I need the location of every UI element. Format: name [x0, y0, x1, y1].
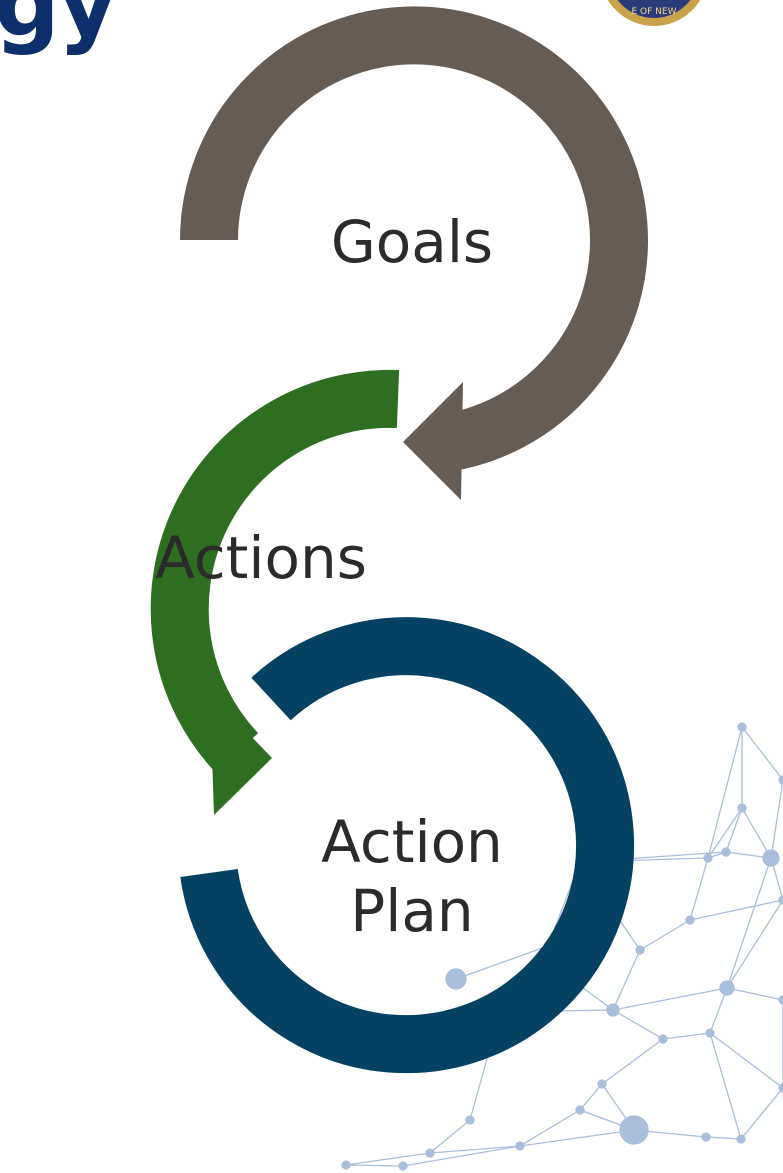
network-node: [737, 722, 747, 732]
network-node: [465, 1115, 475, 1125]
network-node: [701, 1132, 711, 1142]
network-edge: [741, 726, 783, 781]
network-node: [736, 1134, 746, 1144]
network-decoration: [341, 722, 783, 1171]
network-node: [737, 803, 747, 813]
network-edge: [601, 1038, 664, 1085]
network-edge: [709, 1032, 783, 1089]
network-edge: [612, 949, 641, 1011]
network-node: [606, 1003, 620, 1017]
network-node: [658, 1034, 668, 1044]
network-edge: [741, 807, 772, 859]
slide-title-fragment: gy: [0, 0, 118, 57]
network-edge: [726, 857, 772, 989]
network-edge: [770, 779, 783, 859]
network-node: [703, 853, 713, 863]
network-node: [425, 1148, 435, 1158]
network-edge: [709, 987, 728, 1034]
network-edge: [726, 987, 783, 1001]
network-edge: [579, 1083, 603, 1111]
network-node: [445, 968, 467, 990]
network-edge: [455, 945, 549, 980]
network-edge: [726, 899, 783, 989]
network-edge: [429, 1145, 521, 1154]
network-edge: [402, 1145, 521, 1167]
actions-arrow: [150, 369, 400, 815]
network-edge: [345, 1164, 404, 1167]
network-node: [719, 980, 735, 996]
network-edge: [662, 1032, 711, 1040]
network-edge: [707, 807, 743, 859]
network-edge: [689, 857, 709, 921]
network-edge: [639, 919, 691, 951]
svg-text:E OF NEW: E OF NEW: [632, 7, 677, 17]
network-node: [619, 1115, 649, 1145]
network-edge: [705, 1136, 742, 1140]
network-edge: [429, 1119, 471, 1154]
goals-arrow: [180, 6, 648, 500]
network-edge: [345, 1152, 431, 1166]
network-node: [778, 1083, 783, 1093]
network-node: [778, 895, 783, 905]
network-node: [635, 945, 645, 955]
action-plan-label-line-1: Action: [321, 808, 503, 876]
network-node: [575, 1105, 585, 1115]
network-node: [515, 1141, 525, 1151]
action-plan-label-line-2: Plan: [350, 877, 473, 945]
network-edge: [519, 1109, 581, 1147]
network-node: [597, 1079, 607, 1089]
network-edge: [740, 1087, 783, 1140]
network-edge: [707, 726, 743, 859]
network-edge: [612, 987, 728, 1011]
state-seal-logo: E OF NEW: [607, 0, 701, 26]
network-node: [398, 1161, 408, 1171]
network-node: [685, 915, 695, 925]
network-edge: [519, 1129, 635, 1147]
network-node: [778, 775, 783, 785]
network-edge: [612, 1009, 664, 1040]
network-node: [341, 1160, 351, 1170]
network-node: [762, 849, 780, 867]
network-node: [778, 995, 783, 1005]
actions-label: Actions: [155, 524, 367, 592]
action-plan-ring: [180, 617, 634, 1074]
network-node: [705, 1028, 715, 1038]
goals-label: Goals: [331, 208, 493, 276]
network-node: [721, 847, 731, 857]
network-edge: [709, 1032, 742, 1140]
network-edge: [725, 807, 743, 853]
network-edge: [689, 899, 783, 921]
